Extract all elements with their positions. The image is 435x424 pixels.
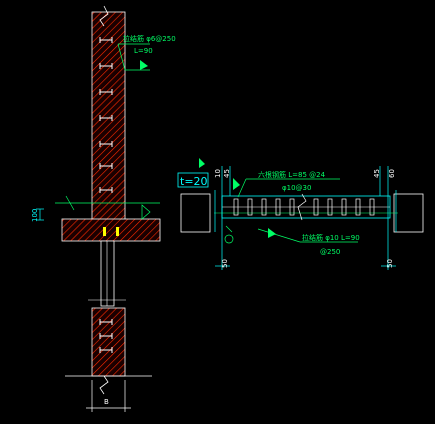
bottom-note-line1: 拉结筋 φ10 L=90 bbox=[302, 233, 360, 242]
tie-rebar-upper-1 bbox=[99, 37, 113, 43]
lintel-tie-8 bbox=[341, 198, 347, 216]
tie-rebar-lower-2 bbox=[99, 333, 113, 339]
top-break-mark bbox=[99, 5, 109, 27]
tie-rebar-upper-4 bbox=[99, 115, 113, 121]
tie-rebar-upper-6 bbox=[99, 163, 113, 169]
lintel-tie-2 bbox=[247, 198, 253, 216]
dim-right-b: 60 bbox=[388, 169, 396, 178]
right-wall-block bbox=[393, 193, 424, 233]
lintel-tie-1 bbox=[233, 198, 239, 216]
tie-rebar-lower-1 bbox=[99, 319, 113, 325]
left-wall-block bbox=[180, 193, 211, 233]
dim-bottom-left: 50 bbox=[221, 259, 229, 268]
lintel-tie-5 bbox=[289, 198, 295, 216]
steel-column bbox=[100, 240, 115, 307]
left-wall-detail: 拉结筋 φ6@250 L=90 100 B bbox=[31, 5, 176, 412]
dim-left-a: 10 bbox=[214, 169, 222, 178]
lintel-tie-4 bbox=[275, 198, 281, 216]
right-lintel-detail: t=20 10 45 45 60 六根钢筋 L=85 @24 φ10@30 bbox=[177, 158, 424, 270]
top-note-line2: L=90 bbox=[134, 47, 153, 55]
lintel-tie-6 bbox=[313, 198, 319, 216]
tie-rebar-upper-7 bbox=[99, 187, 113, 193]
dim-left-b: 45 bbox=[223, 169, 231, 178]
lower-tie-rebars bbox=[99, 319, 113, 353]
dim-bottom-right: 50 bbox=[386, 259, 394, 268]
lintel-tie-10 bbox=[369, 198, 375, 216]
dim-width-label: B bbox=[104, 398, 109, 406]
tie-rebar-upper-2 bbox=[99, 63, 113, 69]
right-note-line1: 六根钢筋 L=85 @24 bbox=[258, 170, 326, 179]
lintel-tie-3 bbox=[261, 198, 267, 216]
dim-right-a: 45 bbox=[373, 169, 381, 178]
lintel-tie-7 bbox=[327, 198, 333, 216]
lower-wall-hatch bbox=[91, 307, 126, 377]
bottom-break-mark bbox=[99, 375, 109, 395]
lintel-tie-bars bbox=[233, 198, 375, 216]
tie-rebar-upper-3 bbox=[99, 89, 113, 95]
top-note-line1: 拉结筋 φ6@250 bbox=[123, 34, 176, 43]
floor-slab-hatch bbox=[61, 218, 161, 242]
anchor-pin-1 bbox=[103, 227, 106, 236]
tag-label: t=20 bbox=[180, 175, 208, 188]
right-note-line2: φ10@30 bbox=[282, 184, 311, 192]
section-marker-circle bbox=[224, 234, 234, 244]
tie-rebar-lower-3 bbox=[99, 347, 113, 353]
upper-wall-hatch bbox=[91, 11, 126, 221]
tie-rebar-upper-5 bbox=[99, 141, 113, 147]
bottom-note-line2: @250 bbox=[320, 248, 340, 256]
anchor-pin-2 bbox=[116, 227, 119, 236]
dim-height-label: 100 bbox=[31, 209, 39, 222]
tag-box bbox=[177, 172, 209, 188]
upper-tie-rebars bbox=[99, 37, 113, 193]
lintel-tie-9 bbox=[355, 198, 361, 216]
